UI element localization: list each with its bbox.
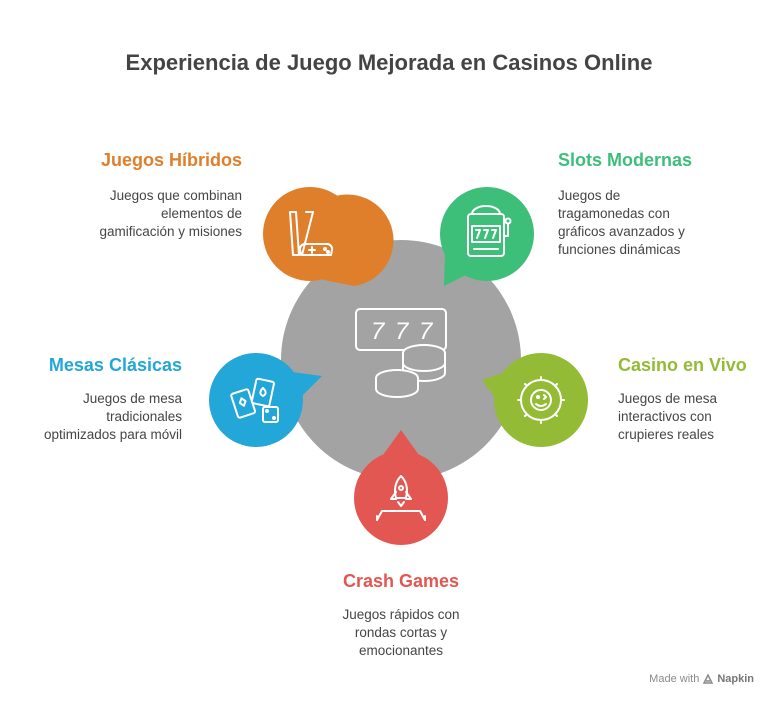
napkin-watermark: Made with Napkin bbox=[649, 673, 754, 685]
diagram-title: Experiencia de Juego Mejorada en Casinos… bbox=[125, 50, 653, 75]
node-crash-games bbox=[354, 430, 448, 545]
hub-reel-2: 7 bbox=[395, 318, 410, 345]
desc-slots-modernas: Juegos de tragamonedas con gráficos avan… bbox=[558, 188, 685, 257]
made-with-text: Made with bbox=[649, 673, 700, 685]
center-hub: 7 7 7 bbox=[281, 240, 521, 480]
slot-reels-chips-icon: 7 7 7 bbox=[355, 308, 447, 398]
label-juegos-hibridos: Juegos Híbridos bbox=[100, 150, 242, 170]
desc-crash-games: Juegos rápidos con rondas cortas y emoci… bbox=[342, 607, 460, 658]
napkin-logo-icon bbox=[703, 674, 714, 684]
desc-juegos-hibridos: Juegos que combinan elementos de gamific… bbox=[99, 188, 242, 239]
label-crash-games: Crash Games bbox=[342, 571, 460, 591]
node-slots-modernas bbox=[440, 187, 534, 286]
hub-reel-1: 7 bbox=[371, 318, 386, 345]
node-casino-en-vivo bbox=[482, 353, 588, 447]
rocket-icon bbox=[376, 475, 426, 521]
hub-reel-3: 7 bbox=[419, 318, 434, 345]
label-slots-modernas: Slots Modernas bbox=[558, 150, 693, 170]
node-juegos-hibridos bbox=[263, 187, 394, 286]
node-mesas-clasicas bbox=[209, 353, 322, 447]
cards-dice-icon bbox=[230, 377, 279, 423]
label-mesas-clasicas: Mesas Clásicas bbox=[48, 355, 182, 375]
slot-machine-icon bbox=[467, 205, 512, 257]
label-casino-en-vivo: Casino en Vivo bbox=[618, 355, 747, 375]
hub-circle bbox=[281, 240, 521, 480]
desc-mesas-clasicas: Juegos de mesa tradicionales optimizados… bbox=[43, 391, 182, 442]
roulette-wheel-icon bbox=[517, 376, 565, 424]
napkin-brand-text: Napkin bbox=[717, 673, 754, 685]
desc-casino-en-vivo: Juegos de mesa interactivos con crupiere… bbox=[618, 391, 718, 442]
gamepad-icon bbox=[289, 211, 334, 256]
